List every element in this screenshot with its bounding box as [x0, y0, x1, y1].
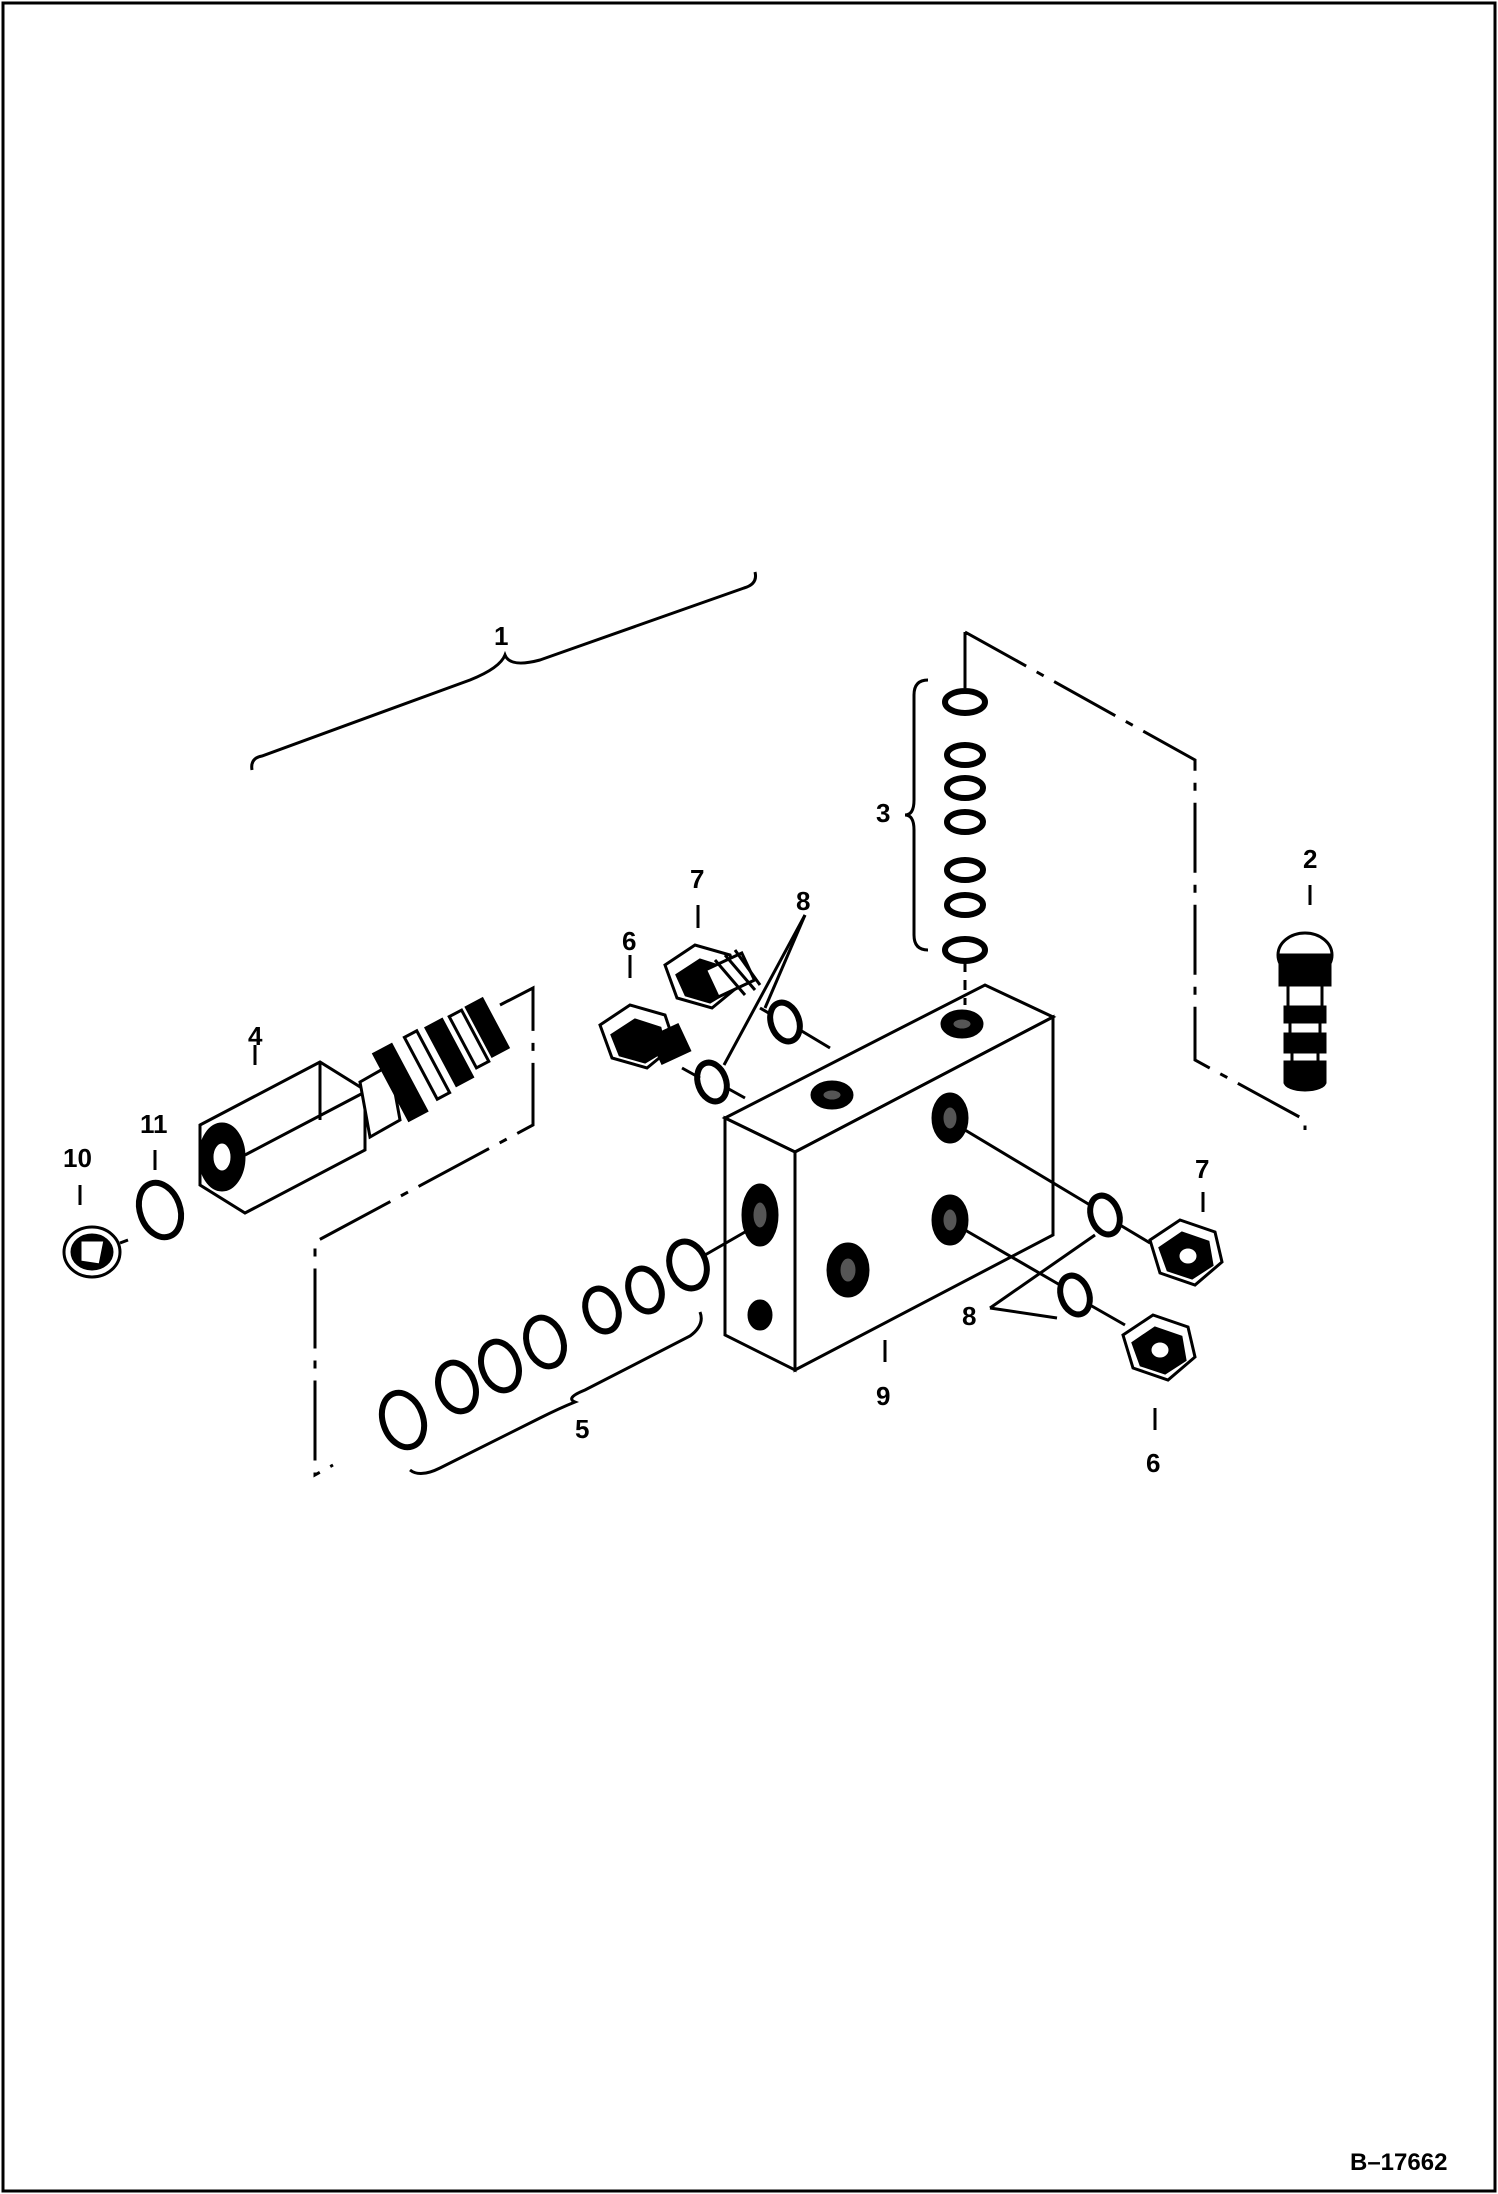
- leader-right-seal-to-plug-b: [1089, 1303, 1126, 1327]
- plug-item-10: [62, 1225, 129, 1279]
- leader-upper-plug-b: [681, 1066, 701, 1080]
- leader-item-4-to-5: [313, 985, 535, 1478]
- callout-7-upper: 7: [690, 864, 704, 894]
- callout-4: 4: [248, 1021, 263, 1051]
- seal-item-8-upper-a: [767, 999, 803, 1045]
- cartridge-item-2: [1276, 931, 1334, 1092]
- callout-10: 10: [63, 1143, 92, 1173]
- callout-6-right: 6: [1146, 1448, 1160, 1478]
- callout-8-right: 8: [962, 1301, 976, 1331]
- figure-code: B–17662: [1350, 2149, 1447, 2176]
- callout-6-upper: 6: [622, 926, 636, 956]
- callout-3: 3: [876, 798, 890, 828]
- leader-right-block-to-seal-a: [964, 1128, 1091, 1207]
- plug-item-7-right: [1148, 1218, 1224, 1287]
- valve-block: [721, 983, 1057, 1373]
- leader-right-block-to-seal-b: [964, 1228, 1061, 1287]
- relief-valve-item-4: [198, 996, 511, 1215]
- seal-row-item-5: [378, 1238, 710, 1451]
- leader-seals-to-block: [704, 1230, 746, 1257]
- leader-upper-plug-a: [759, 1006, 773, 1017]
- seal-item-8-right-a: [1087, 1192, 1123, 1238]
- brace-item-3: [904, 678, 929, 952]
- callout-7-right: 7: [1195, 1154, 1209, 1184]
- seal-stack-item-3: [942, 688, 988, 964]
- plug-item-7-upper: [663, 943, 762, 1010]
- seal-item-8-upper-b: [694, 1059, 730, 1105]
- callout-9: 9: [876, 1381, 890, 1411]
- leader-upper-seal-to-block-a: [799, 1028, 831, 1050]
- leader-upper-seal-to-block-b: [726, 1086, 746, 1100]
- callout-8-upper: 8: [796, 886, 810, 916]
- plug-item-6-right: [1121, 1313, 1197, 1382]
- plug-item-6-upper: [598, 1003, 692, 1070]
- leader-cartridge-top: [963, 630, 1307, 1130]
- brace-item-1: [250, 571, 757, 771]
- brace-item-5: [409, 1311, 703, 1475]
- seal-item-8-right-b: [1057, 1272, 1093, 1318]
- callout-1: 1: [494, 621, 508, 651]
- seal-item-11: [135, 1179, 185, 1241]
- callout-5: 5: [575, 1414, 589, 1444]
- leader-item-8-upper-b: [722, 914, 807, 1066]
- leader-right-seal-to-plug-a: [1119, 1223, 1151, 1245]
- leader-item-8-right-a: [989, 1233, 1096, 1310]
- callout-11: 11: [140, 1109, 168, 1139]
- leader-item-8-right-b: [989, 1306, 1058, 1320]
- callout-2: 2: [1303, 844, 1317, 874]
